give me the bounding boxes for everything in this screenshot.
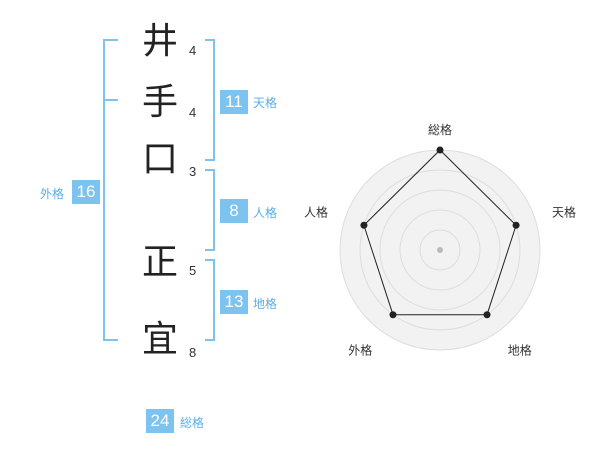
chikaku-label: 地格 [253, 297, 278, 311]
radar-ring-2 [379, 189, 501, 311]
name-char-3: 口 [141, 139, 178, 180]
jinkaku-badge: 8 [220, 199, 248, 223]
soukaku-label: 総格 [180, 416, 205, 430]
name-char-1: 井 [141, 21, 178, 62]
radar-axis-label-4: 外格 [348, 343, 372, 358]
soukaku-badge: 24 [146, 409, 174, 433]
stroke-count-3: 3 [189, 164, 197, 179]
radar-axis-label-2: 天格 [552, 204, 576, 219]
radar-ring-1 [359, 169, 521, 331]
tenkaku-bracket [205, 39, 215, 161]
tenkaku-label: 天格 [253, 96, 278, 110]
stroke-count-4: 5 [189, 263, 197, 278]
stroke-count-2: 4 [189, 105, 197, 120]
radar-point-3 [483, 311, 491, 319]
chikaku-badge: 13 [220, 290, 248, 314]
radar-axis-label-3: 地格 [508, 343, 532, 358]
radar-ring-3 [399, 209, 481, 291]
name-char-5: 宜 [141, 319, 178, 360]
radar-point-5 [360, 221, 368, 229]
chikaku-bracket [205, 259, 215, 341]
name-char-4: 正 [141, 242, 178, 283]
jinkaku-label: 人格 [253, 206, 278, 220]
gaikaku-label: 外格 [40, 187, 65, 201]
radar-axis-label-5: 人格 [304, 204, 328, 219]
gaikaku-bracket [103, 39, 118, 341]
tenkaku-badge: 11 [220, 90, 248, 114]
radar-series-polygon [363, 149, 517, 316]
radar-ring-4 [419, 229, 461, 271]
name-char-2: 手 [141, 82, 178, 123]
stroke-count-5: 8 [189, 345, 197, 360]
radar-axis-label-1: 総格 [428, 122, 452, 137]
radar-point-1 [436, 146, 444, 154]
gaikaku-badge: 16 [72, 180, 100, 204]
radar-point-2 [512, 221, 520, 229]
radar-point-4 [389, 311, 397, 319]
stroke-count-1: 4 [189, 43, 197, 58]
radar-center-dot [437, 247, 443, 253]
jinkaku-bracket [205, 169, 215, 251]
